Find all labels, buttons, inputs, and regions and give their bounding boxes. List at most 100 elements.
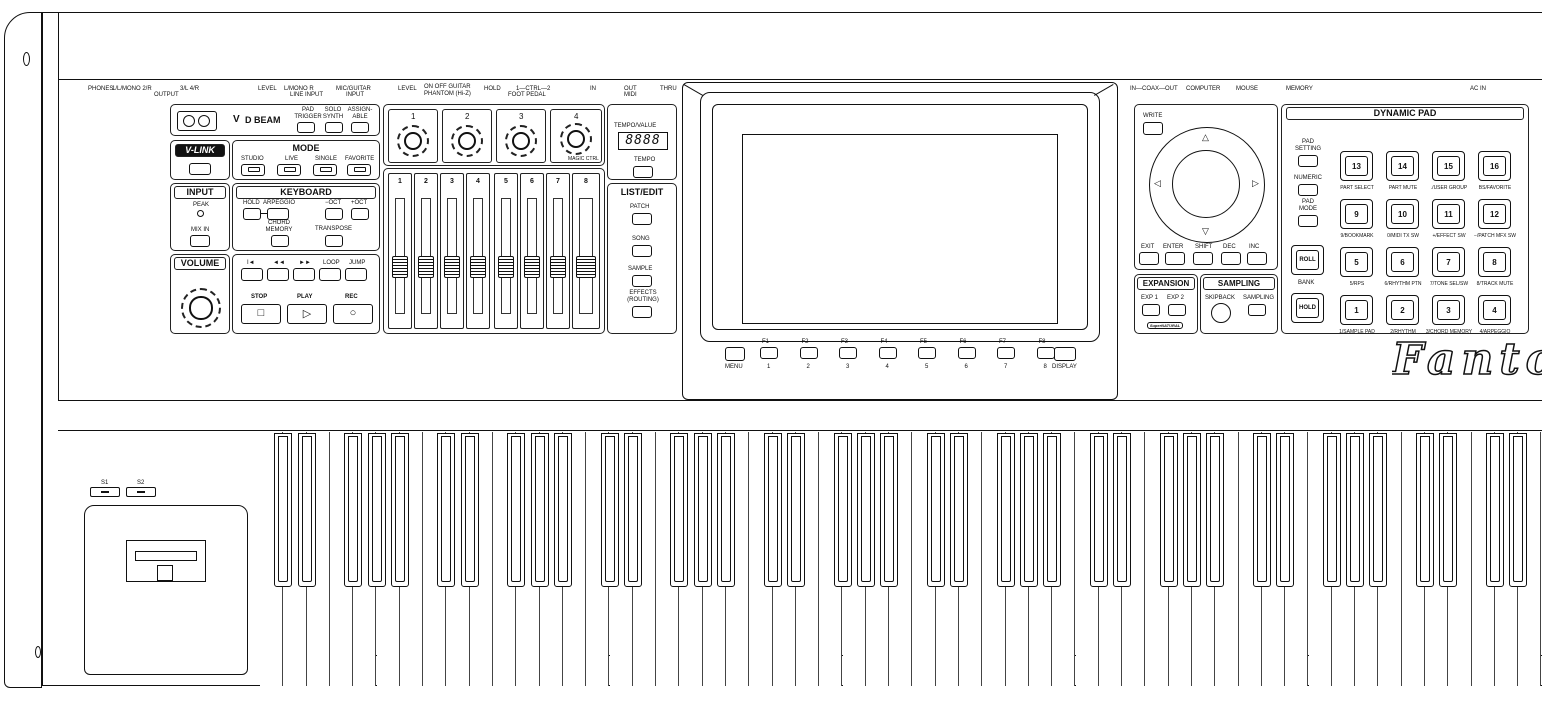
control-knob-3[interactable] [505,125,537,157]
oct-up-button[interactable] [351,208,369,220]
sample-button[interactable] [632,275,652,287]
f3-button[interactable] [839,347,857,359]
black-key[interactable] [460,433,479,587]
black-key[interactable] [950,433,968,587]
black-key[interactable] [1485,433,1504,587]
black-key[interactable] [1369,433,1388,587]
pad-mode-button[interactable] [1298,215,1318,227]
slider-7[interactable]: 7 [546,173,570,329]
pad-setting-button[interactable] [1298,155,1318,167]
roll-button[interactable]: ROLL [1291,245,1324,275]
slider-2[interactable]: 2 [414,173,438,329]
volume-knob[interactable] [181,288,221,328]
display-button[interactable] [1054,347,1076,361]
chord-memory-button[interactable] [271,235,289,247]
f4-button[interactable] [878,347,897,359]
f5-button[interactable] [918,347,936,359]
black-key[interactable] [1089,433,1108,587]
slider-5[interactable]: 5 [494,173,518,329]
black-key[interactable] [1252,433,1271,587]
black-key[interactable] [507,433,526,587]
black-key[interactable] [1043,433,1062,587]
black-key[interactable] [1159,433,1178,587]
slider-6[interactable]: 6 [520,173,544,329]
black-key[interactable] [880,433,899,587]
play-button[interactable]: ▷ [287,304,327,324]
slider-1[interactable]: 1 [388,173,412,329]
exp2-button[interactable] [1168,304,1186,316]
pad-7[interactable]: 7 [1432,247,1465,277]
pad-trigger-button[interactable] [297,122,315,133]
black-key[interactable] [274,433,293,587]
black-key[interactable] [553,433,572,587]
cursor-right-icon[interactable]: ▷ [1252,178,1259,188]
cursor-down-icon[interactable]: ▽ [1202,226,1209,236]
cursor-left-icon[interactable]: ◁ [1154,178,1161,188]
dec-button[interactable] [1221,252,1241,265]
black-key[interactable] [390,433,409,587]
mode-single-button[interactable] [313,164,337,176]
black-key[interactable] [1439,433,1458,587]
vlink-button[interactable] [189,163,211,175]
kbd-hold-button[interactable] [243,208,261,220]
stop-button[interactable]: □ [241,304,281,324]
exp1-button[interactable] [1142,304,1160,316]
black-key[interactable] [786,433,805,587]
pad-10[interactable]: 10 [1386,199,1419,229]
ff-button[interactable] [293,268,315,281]
pad-15[interactable]: 15 [1432,151,1465,181]
pad-6[interactable]: 6 [1386,247,1419,277]
mix-in-button[interactable] [190,235,210,247]
f7-button[interactable] [997,347,1015,359]
rew-button[interactable] [267,268,289,281]
menu-button[interactable] [725,347,745,361]
slider-8[interactable]: 8 [572,173,600,329]
pad-9[interactable]: 9 [1340,199,1373,229]
shift-button[interactable] [1193,252,1213,265]
oct-down-button[interactable] [325,208,343,220]
patch-button[interactable] [632,213,652,225]
black-key[interactable] [1346,433,1365,587]
black-key[interactable] [623,433,642,587]
kbd-arpeggio-button[interactable] [267,208,289,220]
black-key[interactable] [693,433,712,587]
pad-3[interactable]: 3 [1432,295,1465,325]
slider-4[interactable]: 4 [466,173,490,329]
black-key[interactable] [530,433,549,587]
black-key[interactable] [833,433,852,587]
jump-button[interactable] [345,268,367,281]
song-button[interactable] [632,245,652,257]
control-knob-4[interactable] [560,123,592,155]
black-key[interactable] [297,433,316,587]
black-key[interactable] [1206,433,1225,587]
control-knob-2[interactable] [451,125,483,157]
black-key[interactable] [856,433,875,587]
black-key[interactable] [437,433,456,587]
pad-5[interactable]: 5 [1340,247,1373,277]
pad-11[interactable]: 11 [1432,199,1465,229]
s1-button[interactable] [90,487,120,497]
pad-12[interactable]: 12 [1478,199,1511,229]
black-key[interactable] [344,433,363,587]
black-key[interactable] [670,433,689,587]
sampling-button[interactable] [1248,304,1266,316]
pad-1[interactable]: 1 [1340,295,1373,325]
numeric-button[interactable] [1298,184,1318,196]
effects-routing-button[interactable] [632,306,652,318]
value-dial[interactable]: △ ▽ ◁ ▷ [1149,127,1265,243]
pitch-bend-lever[interactable] [126,540,206,582]
prev-button[interactable] [241,268,263,281]
pad-13[interactable]: 13 [1340,151,1373,181]
pad-8[interactable]: 8 [1478,247,1511,277]
control-knob-1[interactable] [397,125,429,157]
write-button[interactable] [1143,122,1163,135]
mode-studio-button[interactable] [241,164,265,176]
tempo-button[interactable] [633,166,653,178]
black-key[interactable] [367,433,386,587]
black-key[interactable] [1019,433,1038,587]
black-key[interactable] [717,433,735,587]
black-key[interactable] [1113,433,1132,587]
loop-button[interactable] [319,268,341,281]
black-key[interactable] [1322,433,1341,587]
inc-button[interactable] [1247,252,1267,265]
